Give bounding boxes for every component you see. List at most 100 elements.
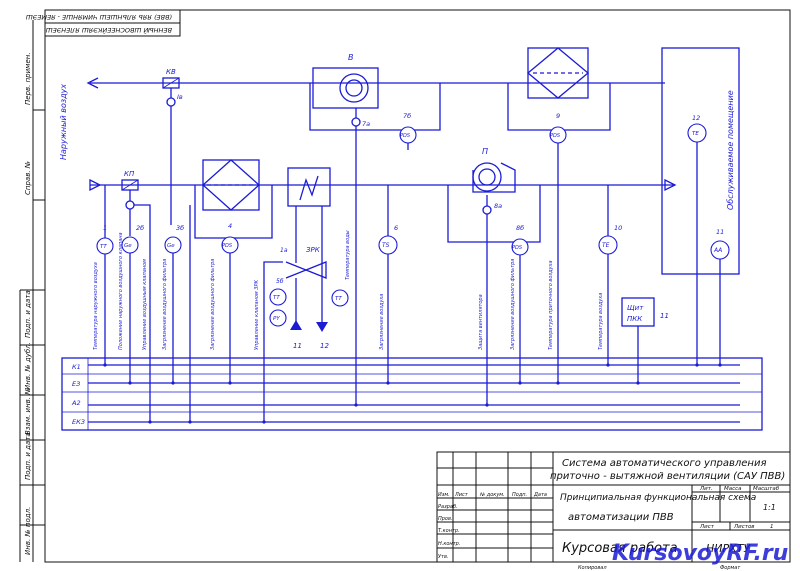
- signal-label: Управление клапаном ЗРК: [254, 280, 260, 350]
- py-text: PY: [273, 316, 280, 322]
- v12-label: 12: [320, 342, 329, 350]
- te-12: TE 12: [687, 114, 707, 365]
- exhaust-fan-v: В 7а PDS 7б: [309, 53, 441, 405]
- 4-label: 4: [228, 222, 232, 230]
- control-panel-shield: Щит ПКК 11: [621, 297, 669, 383]
- margin-label: Подп. и дата: [24, 290, 32, 338]
- exhaust-filter-9: PDS 9: [507, 47, 611, 383]
- v11-label: 11: [293, 342, 302, 350]
- tb-sheets: Листов: [733, 524, 755, 530]
- instr-2b-text: Ge: [124, 243, 132, 249]
- top-stamp: (ВВЕ) ЯЯЬ ЯЛЬНШЕШ ЧИМЯНШЕ - ЯЕМЕЭШ ВЕННЫ…: [26, 9, 181, 37]
- instrument-ts-6: TS 6: [378, 185, 398, 383]
- tt-right-text: TT: [335, 296, 342, 302]
- project-title: Система автоматического управления: [562, 458, 766, 469]
- signal-label: Загрязнение воздуха: [379, 294, 385, 350]
- kv-label: КВ: [166, 68, 176, 76]
- shield-num: 11: [660, 312, 669, 320]
- 9-label: 9: [556, 112, 560, 120]
- 3pk-label: ЗРК: [306, 246, 321, 254]
- tb-row: Дата: [533, 492, 547, 498]
- 1-label: 1: [103, 224, 107, 232]
- margin-label: Перв. примен.: [24, 52, 32, 105]
- tb-row: Н.контр.: [438, 541, 460, 547]
- ts-6-text: TS: [382, 242, 390, 249]
- 2b-label: 2б: [136, 224, 144, 232]
- top-stamp-line: (ВВЕ) ЯЯЬ ЯЛЬНШЕШ ЧИМЯНШЕ - ЯЕМЕЭШ: [26, 13, 172, 21]
- signal-label: Управление воздушным клапаном: [142, 259, 148, 350]
- py: [269, 309, 287, 327]
- tb-mass: Масса: [724, 486, 742, 492]
- heater-with-valve: ЗРК 1а TT 5б PY 11 12 TT: [263, 167, 349, 422]
- pds-9-text: PDS: [550, 133, 561, 139]
- margin-label: Справ. №: [24, 161, 32, 195]
- tb-row: Пров.: [438, 516, 453, 522]
- signal-label: Температура приточного воздуха: [548, 260, 554, 350]
- bus-label: А2: [71, 399, 81, 407]
- sheet-title: Принципиальная функциональная схема: [560, 493, 756, 503]
- exhaust-damper-kv: КВ Ів: [162, 68, 183, 225]
- outside-air-label: Наружный воздух: [59, 84, 68, 160]
- pds-4-text: PDS: [222, 243, 233, 249]
- 8a-label: 8а: [494, 202, 502, 210]
- 11-label: 11: [716, 228, 724, 236]
- 7a-label: 7а: [362, 120, 370, 128]
- tb-copied: Копировал: [578, 565, 607, 571]
- instrument-te-10: TE 10: [598, 185, 622, 365]
- tb-row: Лист: [454, 492, 469, 498]
- aa-11-text: AA: [713, 247, 722, 254]
- 6-label: 6: [394, 224, 398, 232]
- tb-row: № докум.: [479, 492, 505, 498]
- tb-scale-val: 1:1: [763, 503, 776, 512]
- margin-label: Подп. и дата: [24, 432, 32, 480]
- bus-table: К1 ЕЗ А2 ЕКЗ: [61, 205, 763, 431]
- signal-label: Температура наружного воздуха: [93, 262, 99, 350]
- 7b-label: 7б: [403, 112, 411, 120]
- instrument-1: TT 1: [96, 185, 114, 365]
- signal-label: Загрязнение воздушного фильтра: [210, 259, 216, 350]
- te-12-text: TE: [692, 131, 699, 137]
- instr-3b-text: Ge: [167, 243, 175, 249]
- signal-label: Положение наружного воздушного клапана: [118, 232, 124, 350]
- instr-1-text: TT: [100, 244, 107, 250]
- tb-row: Утв.: [438, 554, 449, 560]
- shield-line: ПКК: [627, 315, 643, 323]
- instrument-3b: Ge 3б: [164, 224, 184, 383]
- in-label: Ів: [177, 93, 183, 101]
- tt-5b: [269, 288, 287, 306]
- bus-label: ЕЗ: [72, 380, 80, 388]
- instrument-2b: Ge 2б: [121, 224, 144, 383]
- exhaust-duct: [86, 77, 665, 89]
- tt-right: [331, 289, 349, 307]
- watermark: KursovoyRF.ru: [612, 541, 788, 566]
- served-room-label: Обслуживаемое помещение: [726, 90, 735, 210]
- tb-row: Изм.: [438, 492, 450, 498]
- 5b-label: 5б: [276, 278, 284, 285]
- doc-type: Курсовая работа: [562, 541, 678, 556]
- bus-label: К1: [72, 363, 81, 371]
- tb-sheet: Лист: [699, 524, 715, 530]
- supply-damper-kp: КП: [121, 170, 151, 422]
- project-title: приточно - вытяжной вентиляции (САУ ПВВ): [550, 471, 785, 482]
- bus-label: ЕКЗ: [72, 418, 85, 426]
- tb-sheets-val: 1: [770, 524, 774, 530]
- tt-5b-text: TT: [273, 295, 280, 301]
- signal-label: Температура воды: [345, 230, 351, 280]
- sheet-frame: [44, 9, 791, 563]
- signal-label: Загрязнение воздушного фильтра: [510, 259, 516, 350]
- tb-scale: Масштаб: [753, 486, 780, 492]
- signal-labels: Температура наружного воздуха Положение …: [93, 230, 604, 350]
- pds-8b-text: PDS: [512, 245, 523, 251]
- title-block: Система автоматического управления прито…: [436, 451, 791, 571]
- org-name: НИРХТУ: [706, 542, 751, 555]
- margin-label: Инв. № дубл.: [24, 342, 32, 390]
- sheet-title: автоматизации ПВВ: [568, 512, 674, 523]
- signal-label: Защита вентилятора: [478, 294, 484, 350]
- supply-filter-4: PDS 4: [194, 159, 273, 383]
- te-10-text: TE: [602, 242, 610, 249]
- supply-fan-p: П 8а PDS 8б: [447, 147, 541, 405]
- instrument-aa-11: AA 11: [710, 228, 730, 365]
- margin-label: Взам. инв. №: [24, 387, 32, 435]
- 10-label: 10: [614, 224, 622, 232]
